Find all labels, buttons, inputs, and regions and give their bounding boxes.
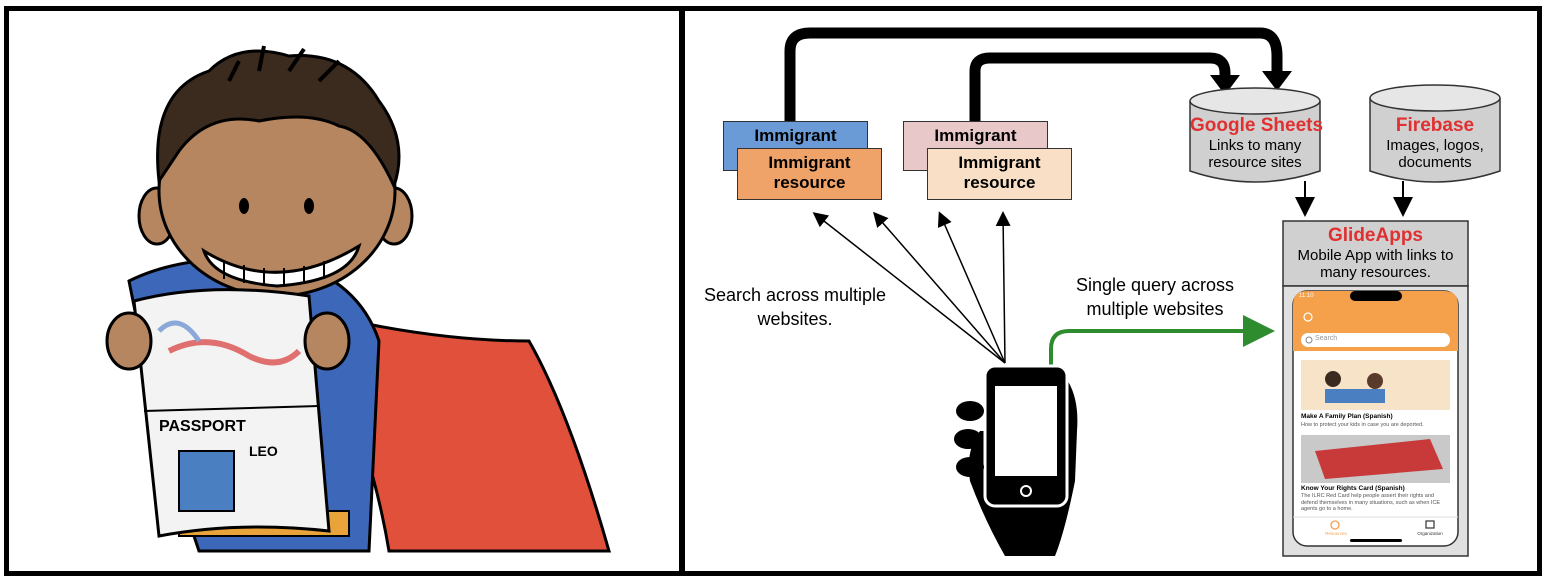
diagram-panel: Immigrant Immigrant resource Immigrant I… <box>680 6 1542 576</box>
passport-text: PASSPORT <box>159 418 246 435</box>
figure-table <box>1325 389 1385 403</box>
home-indicator <box>1350 539 1402 542</box>
site-b-front-label: Immigrant resource <box>958 153 1041 192</box>
thick-arrowhead-b <box>1210 75 1240 95</box>
query-caption: Single query across multiple websites <box>1075 275 1235 319</box>
item2-title[interactable]: Know Your Rights Card (Spanish) <box>1301 485 1405 492</box>
app-search-placeholder: Search <box>1315 335 1338 342</box>
diagram-svg <box>784 27 1501 557</box>
site-b-back-label: Immigrant <box>934 126 1017 145</box>
finger-1 <box>956 401 984 421</box>
thick-arrow-site-a <box>784 27 1283 126</box>
passport-stamp <box>167 339 302 366</box>
superhero-kid-illustration: PASSPORT LEO <box>105 45 611 553</box>
thick-arrow-site-b <box>969 52 1231 126</box>
cartoon-panel: PASSPORT LEO <box>4 6 684 576</box>
google-sheets-title: Google Sheets <box>1190 115 1324 136</box>
phone-notch <box>1350 291 1402 301</box>
site-a-front-card: Immigrant resource <box>737 148 882 200</box>
search-arrow-1 <box>812 212 1006 364</box>
resources-tab-icon[interactable] <box>1330 520 1340 530</box>
app-search-icon <box>1305 336 1313 344</box>
google-sheets-cylinder <box>1189 101 1321 183</box>
info-icon[interactable] <box>1303 312 1313 322</box>
google-sheets-desc: Links to many resource sites <box>1208 137 1302 171</box>
firebase-label: Firebase Images, logos, documents <box>1370 115 1500 171</box>
firebase-cylinder-top <box>1369 84 1501 112</box>
finger-2 <box>954 429 982 449</box>
glideapps-label: GlideApps Mobile App with links to many … <box>1283 225 1468 281</box>
search-caption: Search across multiple websites. <box>703 285 887 329</box>
glideapps-desc: Mobile App with links to many resources. <box>1297 247 1454 281</box>
left-hand <box>105 311 153 371</box>
passport-name: LEO <box>249 443 278 459</box>
finger-3 <box>956 457 984 477</box>
red-card <box>1315 439 1443 479</box>
search-arrow-4 <box>995 211 1011 364</box>
site-b-front-card: Immigrant resource <box>927 148 1072 200</box>
right-hand <box>303 311 351 371</box>
left-eye <box>239 198 249 214</box>
green-query-arrow <box>1049 315 1275 371</box>
firebase-desc: Images, logos, documents <box>1386 137 1484 171</box>
app-time: 11:10 <box>1299 293 1314 299</box>
app-search-box[interactable] <box>1301 333 1450 347</box>
item1-desc: How to protect your kids in case you are… <box>1301 422 1424 428</box>
organization-tab-label[interactable]: Organization <box>1417 531 1443 536</box>
organization-tab-icon[interactable] <box>1425 520 1435 529</box>
phone-screen <box>995 386 1057 476</box>
hair-spikes <box>227 45 341 83</box>
resources-tab-label[interactable]: Resources <box>1325 531 1347 536</box>
site-a-back-label: Immigrant <box>754 126 837 145</box>
figure-person-2 <box>1367 373 1383 389</box>
google-sheets-cylinder-top <box>1189 87 1321 115</box>
firebase-cylinder <box>1369 98 1501 183</box>
firebase-title: Firebase <box>1395 115 1475 136</box>
item1-title[interactable]: Make A Family Plan (Spanish) <box>1301 413 1393 420</box>
passport-fold <box>143 405 320 412</box>
passport-photo <box>178 450 235 512</box>
glideapps-title: GlideApps <box>1327 225 1423 246</box>
glideapps-box <box>1282 220 1469 287</box>
google-sheets-label: Google Sheets Links to many resource sit… <box>1190 115 1324 171</box>
item2-desc: The ILRC Red Card help people assert the… <box>1301 493 1441 512</box>
right-eye <box>304 198 314 214</box>
passport-stamp-blue <box>157 320 202 343</box>
site-a-front-label: Immigrant resource <box>768 153 851 192</box>
hair <box>156 49 401 191</box>
thick-arrowhead-a <box>1262 71 1292 91</box>
smile <box>201 242 362 288</box>
teeth <box>223 261 325 286</box>
phone-home-button <box>1020 485 1032 497</box>
search-arrow-3 <box>937 211 1006 364</box>
figure-person-1 <box>1325 371 1341 387</box>
search-arrow-2 <box>873 211 1006 364</box>
